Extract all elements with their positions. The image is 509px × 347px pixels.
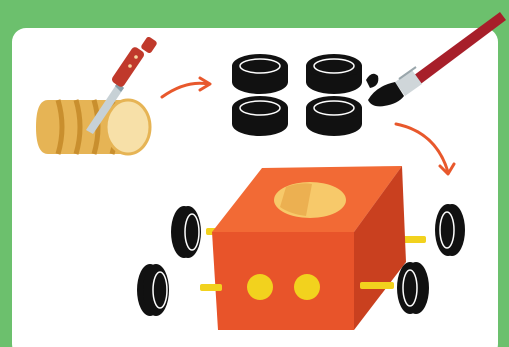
arrow-icon: [162, 78, 210, 97]
box-front: [212, 232, 354, 330]
decoration-dot: [247, 274, 273, 300]
paint-drop-icon: [366, 74, 378, 88]
paintbrush-icon: [368, 12, 506, 106]
toy-car-icon: [137, 166, 465, 330]
wheel-icon: [137, 264, 169, 316]
arrow-icon: [396, 124, 454, 174]
wheel-icon: [397, 262, 429, 314]
wheel-icon: [435, 204, 465, 256]
wheel-disc-icon: [232, 96, 288, 136]
decoration-dot: [294, 274, 320, 300]
axle: [200, 284, 222, 291]
wheel-disc-icon: [306, 54, 362, 94]
wheel-disc-icon: [306, 96, 362, 136]
wheel-disc-icon: [232, 54, 288, 94]
wheel-icon: [171, 206, 201, 258]
axle: [360, 282, 394, 289]
